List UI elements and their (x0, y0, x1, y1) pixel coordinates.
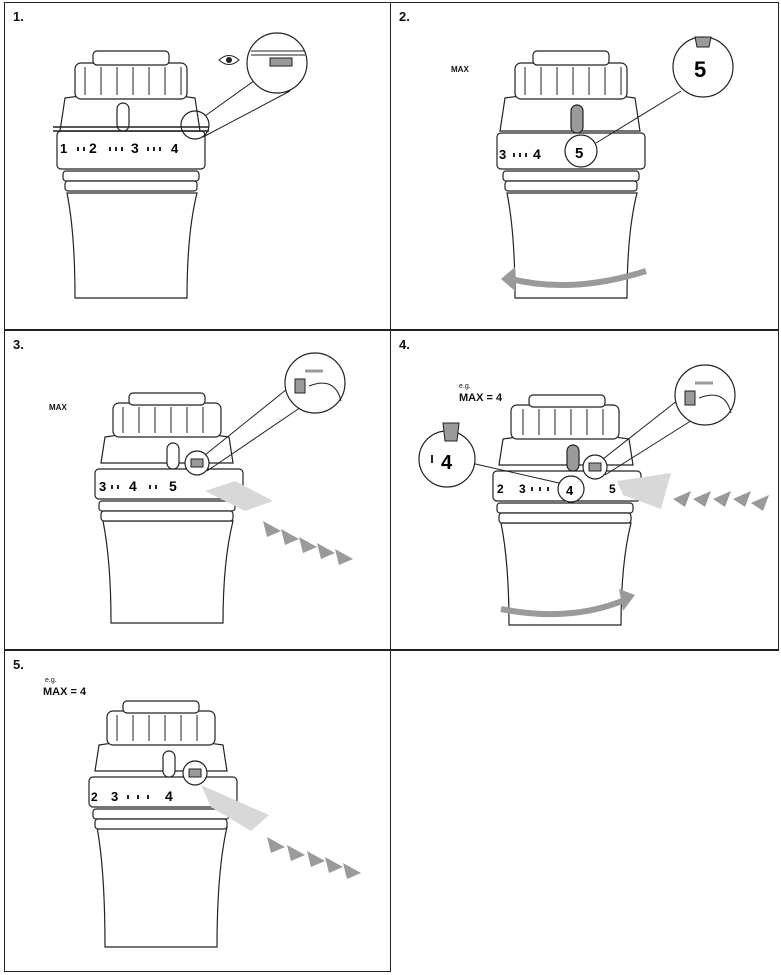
dial-number: 5 (169, 478, 177, 494)
step-1-panel: 1. (4, 2, 391, 330)
callout-number: 5 (694, 57, 706, 82)
step-number: 2. (399, 9, 410, 24)
dial-number: 1 (60, 141, 67, 156)
dial-number: 2 (91, 790, 98, 804)
step-2-illustration: 3 4 5 5 (496, 36, 734, 299)
dial-number: 4 (129, 478, 137, 494)
step-3-panel: 3. MAX 3 4 5 (4, 330, 391, 650)
dial-number: 3 (519, 482, 526, 496)
finger-shape (617, 473, 671, 509)
step-5-panel: 5. e.g. MAX = 4 2 3 4 5 (4, 650, 391, 972)
step-5-illustration: 2 3 4 5 (88, 700, 361, 948)
dial-number: 3 (99, 479, 106, 494)
dial-number: 4 (165, 788, 173, 804)
eye-icon (218, 55, 240, 65)
dial-number: 4 (566, 483, 574, 498)
step-number: 3. (13, 337, 24, 352)
step-3-illustration: 3 4 5 (94, 352, 353, 624)
step-number: 4. (399, 337, 410, 352)
push-arrows (263, 521, 353, 565)
step-number: 1. (13, 9, 24, 24)
dial-number: 5 (609, 482, 616, 496)
rotation-arrow (500, 596, 629, 618)
zoom-callout (284, 352, 346, 414)
max-equation: MAX = 4 (43, 686, 87, 698)
dial-number: 2 (89, 140, 97, 156)
dial-number: 3 (111, 789, 118, 804)
rotation-arrow (506, 268, 647, 289)
step-2-panel: 2. MAX 3 4 5 5 (390, 2, 779, 330)
step-4-panel: 4. e.g. MAX = 4 2 3 4 5 (390, 330, 779, 650)
max-equation: MAX = 4 (459, 392, 503, 404)
example-note: e.g. (459, 383, 471, 390)
max-label: MAX (49, 403, 67, 412)
dial-number: 3 (131, 140, 139, 156)
step-number: 5. (13, 657, 24, 672)
step-1-illustration: 1 2 3 4 (53, 32, 308, 299)
push-arrows (673, 491, 769, 511)
max-label: MAX (451, 65, 469, 74)
empty-panel (390, 650, 779, 972)
example-note: e.g. (45, 677, 57, 684)
callout-number: 4 (441, 452, 453, 474)
finger-shape (201, 785, 269, 831)
step-4-illustration: 2 3 4 5 4 (418, 364, 769, 626)
dial-number: 2 (497, 482, 504, 496)
lock-slider (269, 57, 293, 67)
dial-number: 4 (171, 141, 179, 156)
dial-number: 5 (575, 145, 583, 162)
zoom-callout (674, 364, 736, 426)
push-arrows (267, 837, 361, 879)
dial-number: 4 (533, 146, 541, 162)
dial-number: 3 (499, 147, 506, 162)
finger-shape (205, 481, 273, 511)
